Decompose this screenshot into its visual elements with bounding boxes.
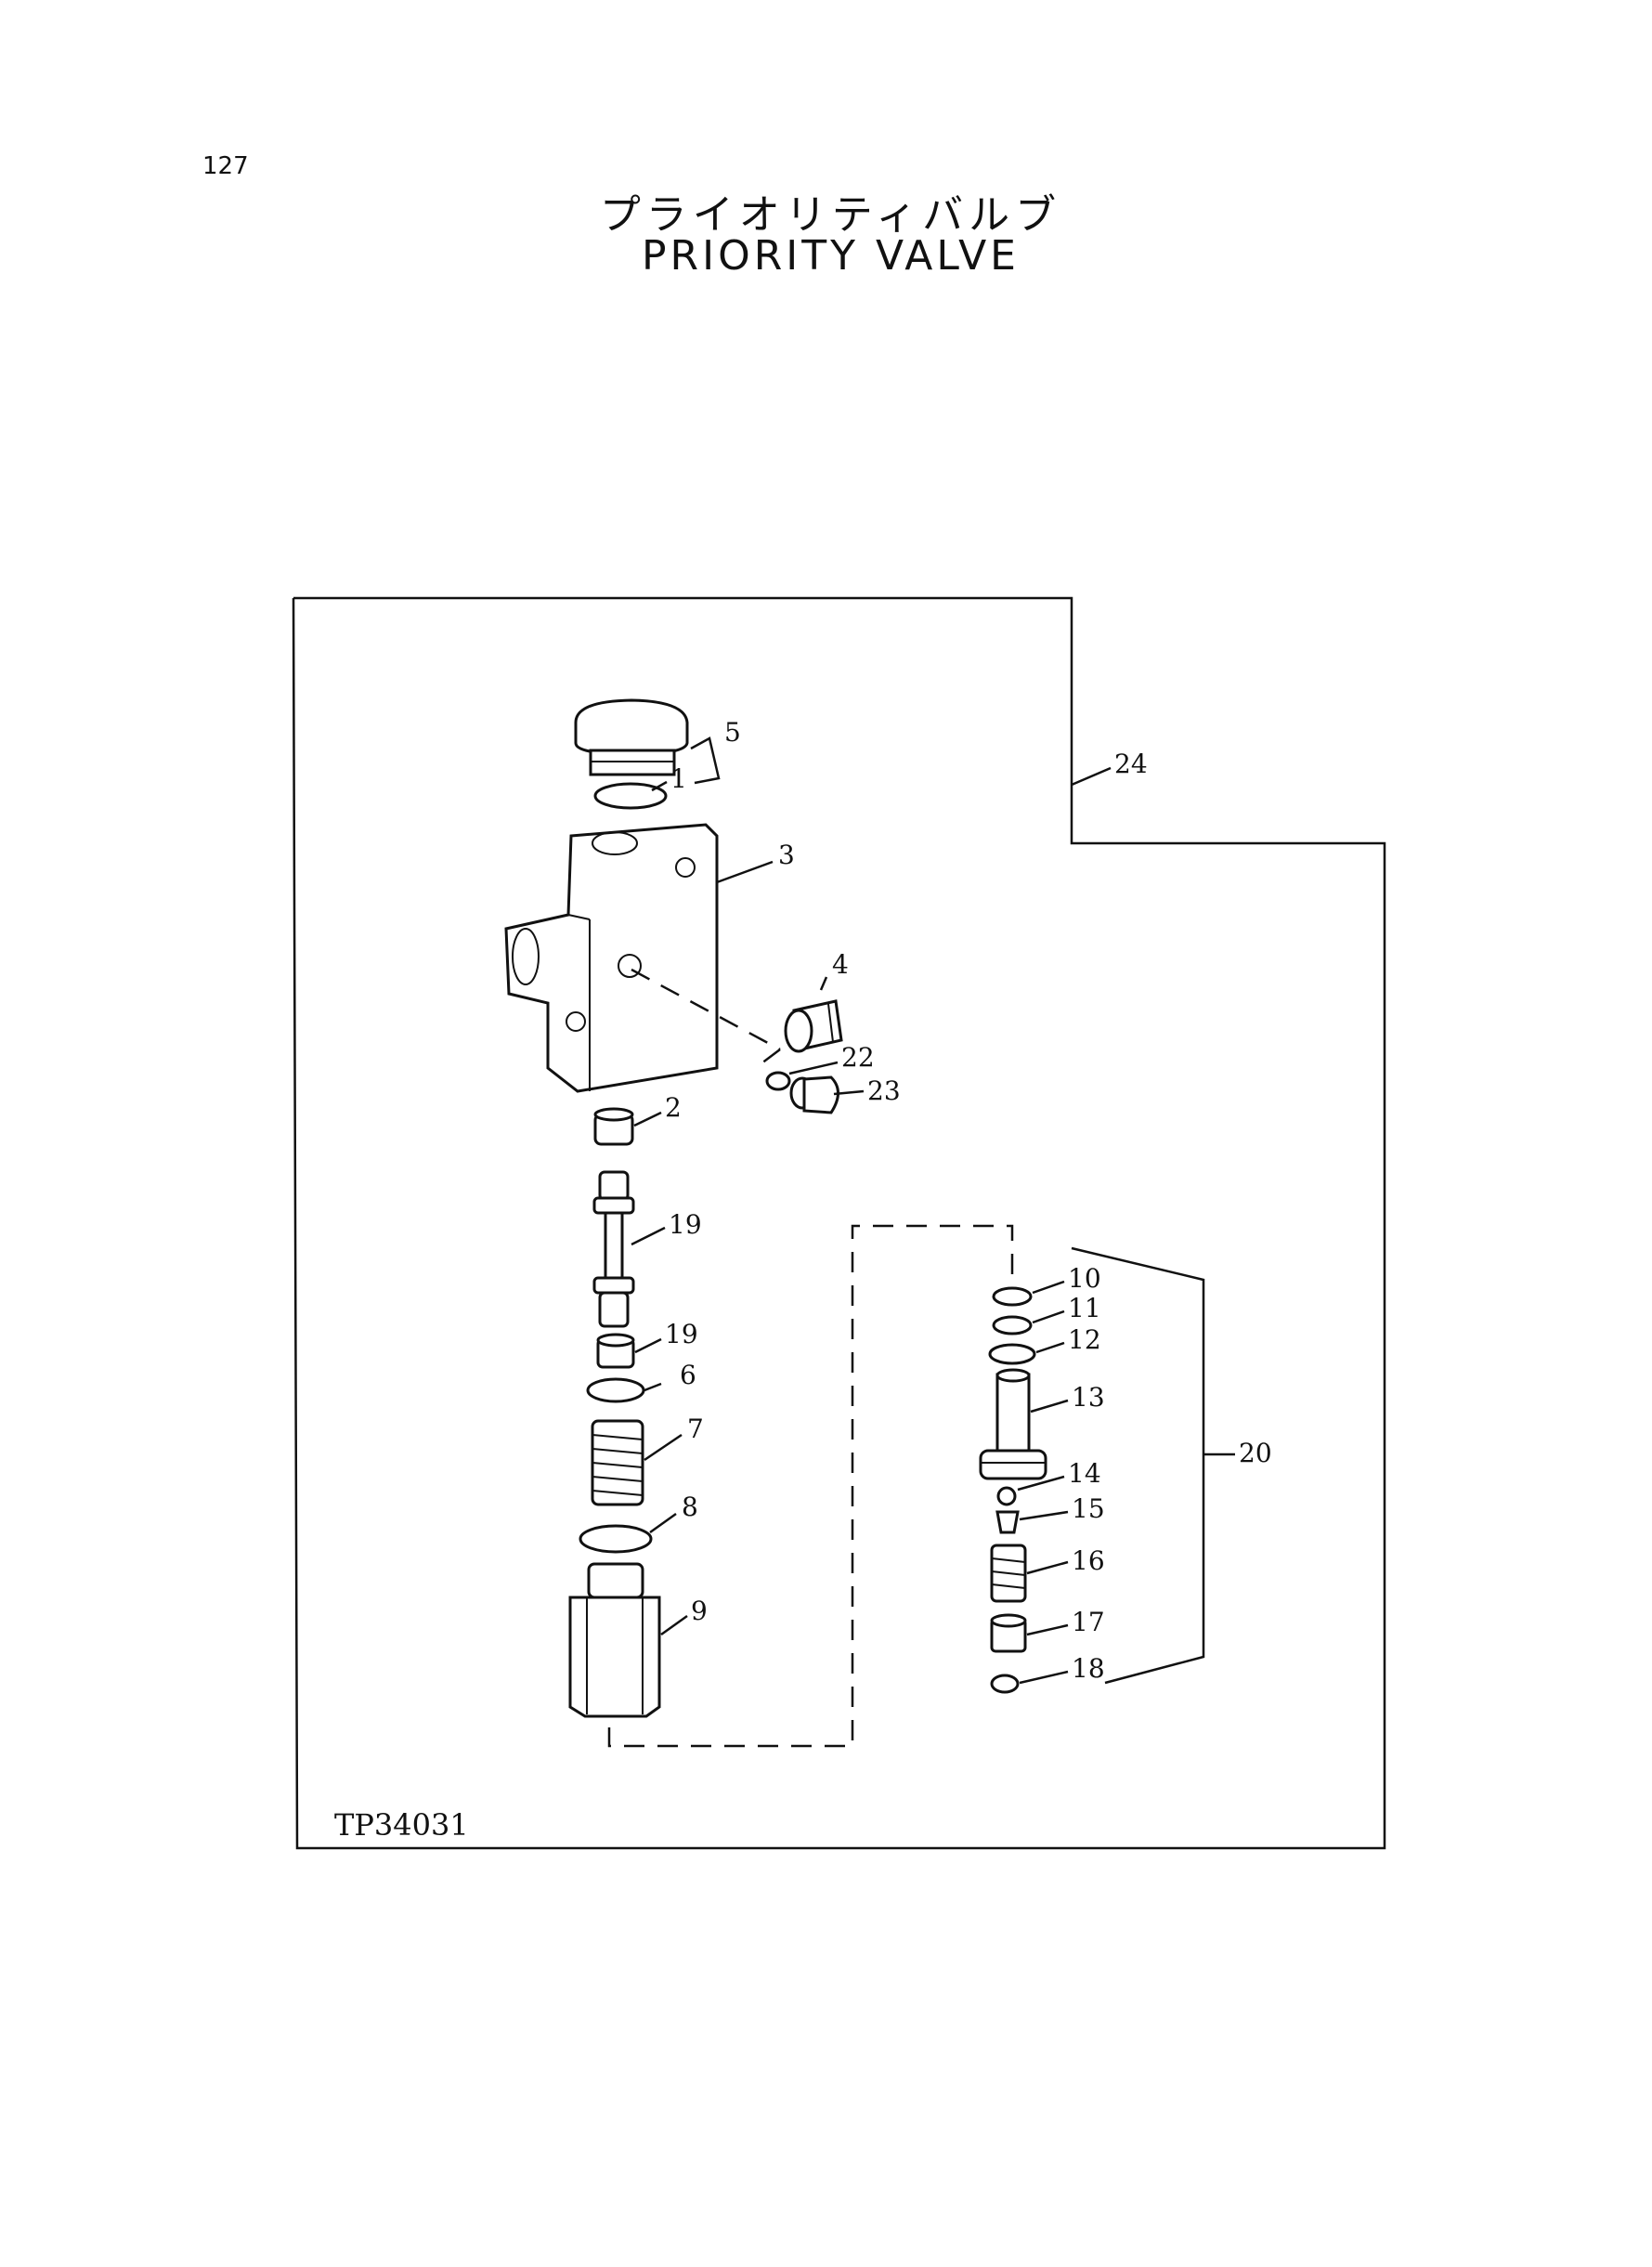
part-11-washer — [992, 1315, 1033, 1335]
part-23-plug — [789, 1075, 839, 1114]
callout-16: 16 — [1072, 1545, 1105, 1576]
part-5-plug — [574, 698, 689, 776]
callout-8: 8 — [682, 1492, 698, 1522]
callout-13: 13 — [1072, 1382, 1105, 1413]
callout-7: 7 — [687, 1414, 704, 1444]
assembly-line-port-2 — [761, 1049, 781, 1064]
part-12-oring — [988, 1343, 1036, 1365]
drawing-code: TP34031 — [334, 1807, 469, 1843]
part-4-plug — [784, 999, 843, 1053]
callout-19-seat: 19 — [665, 1319, 698, 1349]
callout-2: 2 — [665, 1092, 682, 1123]
part-15-cap — [995, 1510, 1020, 1534]
callout-17: 17 — [1072, 1607, 1105, 1637]
assembly-line-port — [631, 968, 781, 1051]
callout-18: 18 — [1072, 1653, 1105, 1684]
page-number: 127 — [202, 152, 249, 180]
callout-22: 22 — [841, 1042, 875, 1073]
part-7-spring — [591, 1419, 644, 1506]
part-10-plate — [992, 1286, 1033, 1307]
callout-11: 11 — [1068, 1293, 1101, 1323]
callout-10: 10 — [1068, 1263, 1101, 1294]
callout-1: 1 — [670, 763, 687, 794]
part-16-spring — [990, 1544, 1027, 1603]
part-17-sleeve — [990, 1613, 1027, 1653]
dashed-link — [607, 1224, 1014, 1748]
part-1-oring — [593, 782, 668, 810]
callout-3: 3 — [778, 840, 795, 870]
part-9-hex-plug — [568, 1562, 661, 1718]
part-14-ball — [996, 1486, 1017, 1506]
leader-lines — [631, 736, 1235, 1685]
callout-4: 4 — [832, 949, 849, 980]
part-2-sleeve — [593, 1107, 634, 1146]
part-6-washer — [586, 1377, 645, 1403]
part-13-poppet — [979, 1368, 1047, 1480]
part-8-oring — [579, 1524, 653, 1554]
part-19-spool — [592, 1170, 635, 1328]
part-19-seat — [596, 1333, 635, 1369]
page-title-english: PRIORITY VALVE — [642, 232, 1020, 280]
part-22-oring — [765, 1071, 791, 1091]
page-title-japanese: プライオリティバルブ — [599, 191, 1062, 239]
callout-14: 14 — [1068, 1458, 1101, 1489]
callout-23: 23 — [867, 1075, 901, 1106]
part-18-nut — [990, 1674, 1020, 1694]
bracket-20 — [1071, 1246, 1205, 1685]
assembly-frame — [292, 596, 1386, 1850]
callout-9: 9 — [691, 1596, 708, 1626]
callout-12: 12 — [1068, 1324, 1101, 1355]
callout-5: 5 — [724, 717, 741, 748]
part-3-valve-body — [504, 823, 719, 1093]
callout-24: 24 — [1114, 749, 1148, 779]
callout-20: 20 — [1239, 1438, 1272, 1468]
callout-6: 6 — [680, 1360, 696, 1390]
callout-15: 15 — [1072, 1493, 1105, 1524]
callout-19-spool: 19 — [669, 1209, 702, 1240]
